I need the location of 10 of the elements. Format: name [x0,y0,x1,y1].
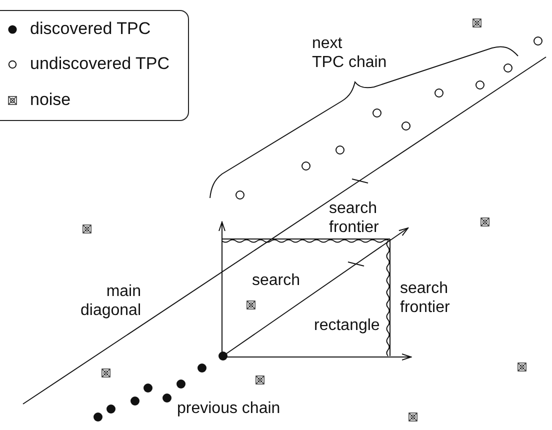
legend-label: undiscovered TPC [30,54,170,74]
diagonal-label: main diagonal [80,282,141,320]
frontier-label: search frontier [329,199,379,237]
region-label: rectangle [314,316,380,335]
legend-label: discovered TPC [30,19,151,39]
chain-label: next TPC chain [312,34,387,72]
chain-label: previous chain [177,399,280,418]
frontier-label: search frontier [400,279,450,317]
region-label: search [252,271,300,290]
legend-label: noise [30,90,71,110]
